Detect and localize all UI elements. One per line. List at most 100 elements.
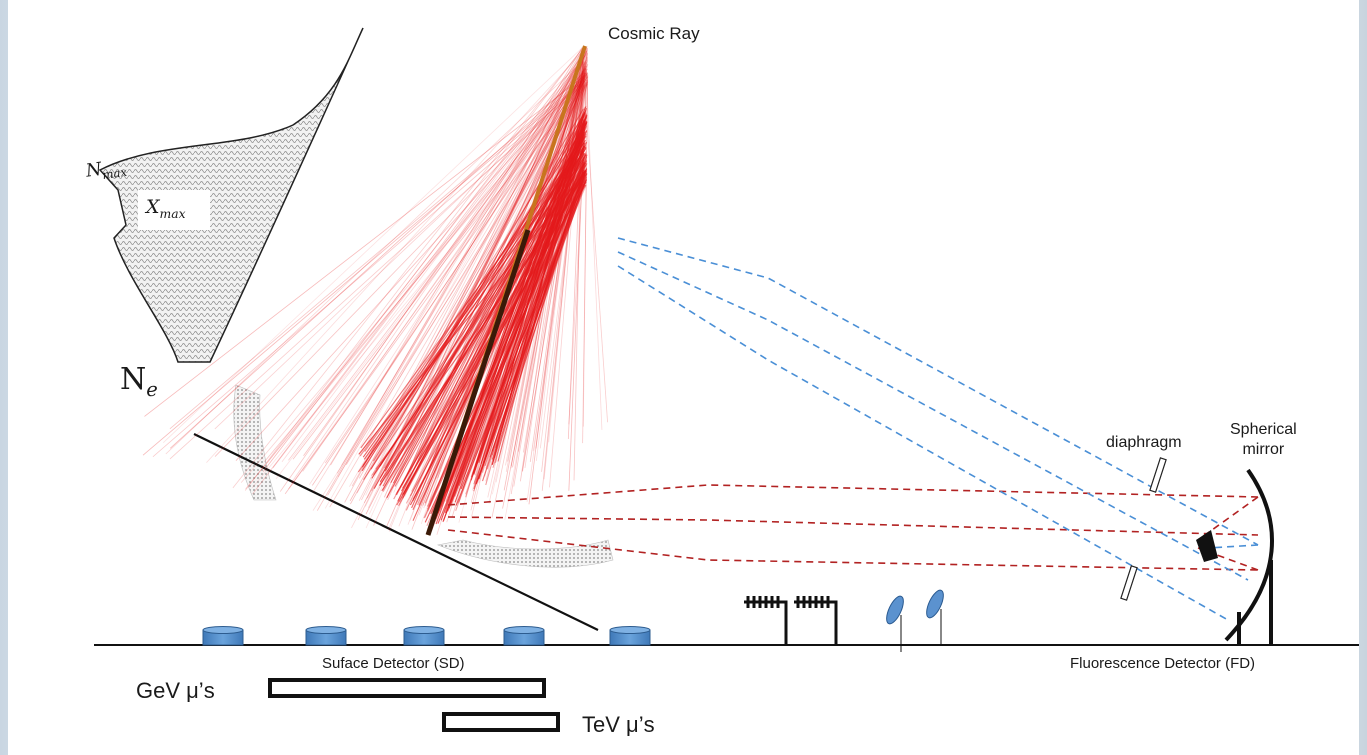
shower-track xyxy=(316,49,583,511)
shower-track xyxy=(142,79,585,456)
shower-track xyxy=(244,48,583,491)
xmax-symbol: X xyxy=(146,196,160,218)
spherical-mirror-line2: mirror xyxy=(1242,441,1285,458)
shower-track xyxy=(324,55,584,509)
shower-track xyxy=(232,47,584,489)
shower-track xyxy=(411,84,585,530)
shower-track xyxy=(214,76,585,457)
shower-track xyxy=(303,59,588,456)
shower-track xyxy=(214,78,586,430)
shower-track xyxy=(350,72,588,505)
shower-track xyxy=(442,142,586,523)
shower-track xyxy=(288,68,588,461)
shower-track xyxy=(302,68,586,472)
shower-track xyxy=(371,67,585,492)
cylinder-tank-icon xyxy=(305,626,347,646)
shower-track xyxy=(460,178,587,490)
shower-track xyxy=(437,122,584,514)
shower-track xyxy=(165,60,584,455)
tev-muons-label: TeV μ’s xyxy=(582,712,655,737)
shower-track xyxy=(349,75,589,502)
shower-track xyxy=(309,61,585,485)
shower-track xyxy=(272,61,584,469)
antenna-icon xyxy=(744,596,838,645)
shower-track xyxy=(360,142,585,449)
shower-track xyxy=(370,108,584,470)
dish-icon xyxy=(886,589,944,652)
shower-track xyxy=(471,177,586,477)
shower-track xyxy=(252,54,586,495)
xmax-label-box xyxy=(138,190,210,230)
shower-track xyxy=(144,74,586,417)
shower-track xyxy=(341,60,585,466)
shower-track xyxy=(281,61,585,462)
cylinder-tank-icon xyxy=(403,626,445,646)
ne-label: Ne xyxy=(120,362,158,401)
shower-track xyxy=(288,76,584,490)
shower-track xyxy=(373,111,586,489)
shower-track xyxy=(349,78,587,487)
shower-track xyxy=(264,81,583,462)
diaphragm-lower xyxy=(1120,565,1138,601)
gev-muon-bar xyxy=(268,678,546,698)
diagram-stage: Cosmic Ray Nmax Xmax Ne diaphragm Spheri… xyxy=(8,0,1359,755)
cylinder-tank-icon xyxy=(503,626,545,646)
shower-track xyxy=(162,45,585,443)
ne-symbol: N xyxy=(120,362,147,397)
shower-track xyxy=(448,154,587,508)
shower-track xyxy=(330,47,583,466)
surface-detector-tanks xyxy=(202,626,651,646)
spherical-mirror-label: Spherical mirror xyxy=(1230,420,1297,460)
shower-track xyxy=(396,153,587,496)
shower-track xyxy=(491,120,585,466)
shower-track xyxy=(329,68,587,508)
shower-track xyxy=(462,184,587,480)
cosmic-ray-label: Cosmic Ray xyxy=(608,24,700,43)
shower-track xyxy=(443,114,588,521)
shower-track xyxy=(312,51,586,493)
shower-track xyxy=(365,48,584,496)
shower-track xyxy=(357,63,585,521)
shower-track xyxy=(292,82,583,460)
shower-track xyxy=(311,70,588,486)
shower-track xyxy=(336,57,583,474)
shower-track xyxy=(382,139,586,491)
tev-muon-bar xyxy=(442,712,560,732)
diaphragm-upper xyxy=(1149,457,1167,493)
spherical-mirror-icon xyxy=(1224,468,1274,642)
shower-track xyxy=(279,59,584,492)
shower-track xyxy=(245,71,587,490)
shower-track xyxy=(337,69,584,478)
shower-track xyxy=(367,55,587,509)
shower-track xyxy=(382,115,585,487)
shower-track xyxy=(582,74,589,444)
shower-track xyxy=(372,160,587,476)
cylinder-tank-icon xyxy=(202,626,244,646)
xmax-subscript: max xyxy=(159,206,186,221)
shower-track xyxy=(447,168,587,512)
air-shower-diagram xyxy=(94,27,1359,732)
shower-track xyxy=(581,56,608,423)
shower-track xyxy=(358,82,583,479)
shower-track xyxy=(454,180,586,497)
shower-track xyxy=(240,79,584,483)
shower-track xyxy=(363,70,584,504)
lateral-arc-left xyxy=(233,384,277,501)
shower-track xyxy=(445,62,586,510)
shower-track xyxy=(290,60,585,484)
shower-track xyxy=(405,119,586,511)
shower-track xyxy=(379,47,588,484)
shower-track xyxy=(491,176,588,456)
shower-front-line xyxy=(193,433,599,631)
shower-track xyxy=(327,49,585,496)
shower-track xyxy=(275,73,587,480)
diaphragm-label: diaphragm xyxy=(1106,434,1182,451)
gev-muons-label: GeV μ’s xyxy=(136,678,215,703)
light-rays xyxy=(617,237,1259,621)
shower-track xyxy=(169,85,583,460)
shower-track xyxy=(427,65,589,485)
shower-track xyxy=(393,122,586,484)
shower-track xyxy=(366,63,589,499)
lateral-arc-bottom xyxy=(436,539,614,568)
nmax-symbol: N xyxy=(84,158,104,182)
